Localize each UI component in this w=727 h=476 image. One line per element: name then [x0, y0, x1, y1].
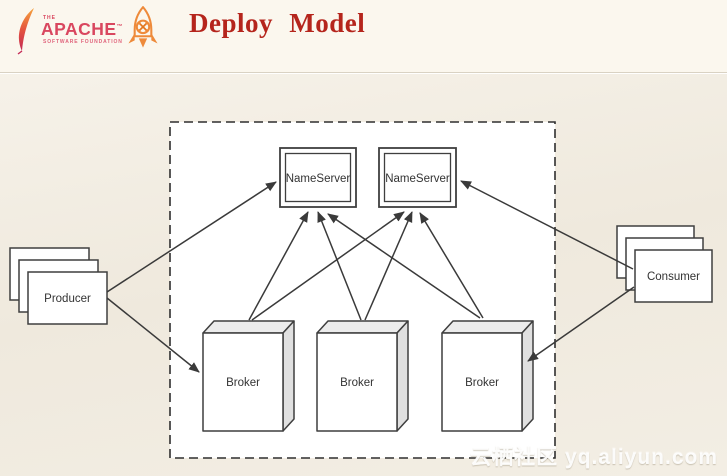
consumer-stack [616, 225, 713, 303]
edge-broker1-nameserver1 [248, 211, 309, 321]
apache-tm: ™ [116, 24, 124, 31]
broker-2-label: Broker [340, 377, 374, 389]
apache-the: THE [43, 15, 56, 21]
edge-broker3-nameserver2 [419, 212, 484, 319]
apache-subtitle: SOFTWARE FOUNDATION [43, 39, 123, 45]
producer-card-front [27, 271, 108, 325]
consumer-card-front [634, 249, 713, 303]
apache-feather-icon [17, 8, 34, 55]
edge-broker2-nameserver1 [317, 211, 362, 321]
consumer-label: Consumer [647, 271, 700, 283]
broker-3-label: Broker [465, 377, 499, 389]
apache-wordmark: APACHE™ [41, 19, 124, 39]
edge-consumer-broker3 [527, 286, 635, 362]
edge-consumer-nameserver2 [460, 180, 634, 270]
page-title: Deploy Model [189, 8, 366, 38]
apache-logo: THE APACHE™ SOFTWARE FOUNDATION [13, 7, 123, 55]
apache-wordmark-block: THE APACHE™ SOFTWARE FOUNDATION [41, 16, 123, 45]
broker-1-label: Broker [226, 377, 260, 389]
producer-label: Producer [44, 293, 91, 305]
broker-1-box [202, 320, 295, 432]
producer-stack [9, 247, 108, 325]
broker-2-box [316, 320, 409, 432]
yunqi-watermark: 云栖社区 yq.aliyun.com [470, 446, 718, 469]
page-header: THE APACHE™ SOFTWARE FOUNDATION Deploy M… [0, 0, 727, 73]
nameserver-2-label: NameServer [385, 173, 450, 185]
edge-producer-broker1 [106, 297, 200, 373]
edges [106, 180, 635, 373]
edge-producer-nameserver1 [106, 181, 277, 293]
nameserver-1-label: NameServer [286, 173, 351, 185]
rocketmq-rocket-icon [128, 6, 158, 48]
edge-broker2-nameserver2 [364, 211, 413, 321]
apache-wordmark-text: APACHE [41, 19, 117, 39]
nameserver-1-box: NameServer [279, 147, 357, 208]
edge-broker3-nameserver1 [327, 213, 481, 319]
broker-3-box [441, 320, 534, 432]
edge-broker1-nameserver2 [251, 211, 405, 321]
nameserver-2-box: NameServer [378, 147, 457, 208]
